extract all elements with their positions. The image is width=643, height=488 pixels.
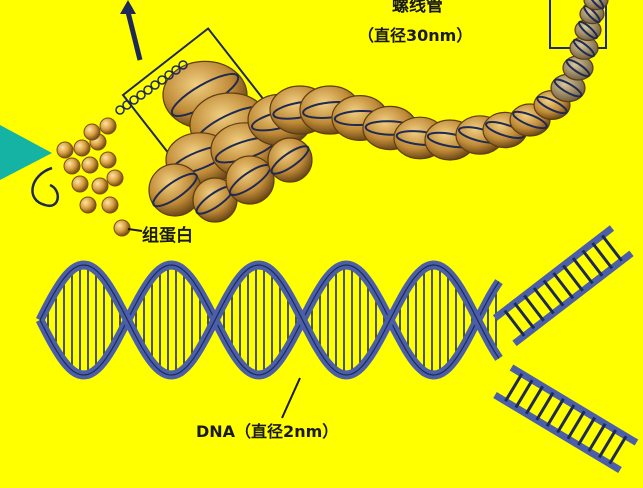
histone-bead — [72, 176, 88, 192]
ladder-rung — [599, 430, 615, 457]
histone-bead — [102, 197, 118, 213]
nucleosome — [149, 164, 201, 216]
ladder-rung — [526, 386, 542, 413]
dna-pointer-line — [282, 378, 300, 418]
histone-bead — [100, 152, 116, 168]
dna-label: DNA（直径2nm） — [196, 418, 338, 442]
ladder-rung — [558, 405, 574, 432]
histone-bead — [57, 142, 73, 158]
ladder-rung — [610, 436, 626, 463]
ladder-rung — [547, 399, 563, 426]
upper-dna-ladder — [495, 228, 632, 343]
histone-bead — [107, 170, 123, 186]
histone-label: 组蛋白 — [142, 221, 193, 246]
ladder-rung — [568, 411, 584, 438]
histone-bead — [74, 140, 90, 156]
histone-bead — [114, 220, 130, 236]
ladder-rung — [537, 393, 553, 420]
histone-bead — [82, 157, 98, 173]
histone-bead — [80, 197, 96, 213]
nucleosome — [268, 138, 312, 182]
ladder-rung — [589, 424, 605, 451]
dna-loop — [32, 168, 57, 206]
histone-bead — [84, 124, 100, 140]
nucleosome — [226, 156, 274, 204]
histone-beads — [32, 118, 130, 236]
ladder-rung — [578, 418, 594, 445]
solenoid-label: 螺线管 — [392, 0, 443, 16]
histone-bead — [92, 178, 108, 194]
ladder-rung — [516, 380, 532, 407]
histone-bead — [100, 118, 116, 134]
ladder-rung — [505, 374, 521, 401]
solenoid-diameter-label: （直径30nm） — [358, 22, 472, 46]
histone-bead — [64, 158, 80, 174]
up-arrow-icon — [120, 0, 140, 60]
histone-pointer-line — [128, 229, 142, 231]
lower-dna-ladder — [495, 368, 636, 470]
